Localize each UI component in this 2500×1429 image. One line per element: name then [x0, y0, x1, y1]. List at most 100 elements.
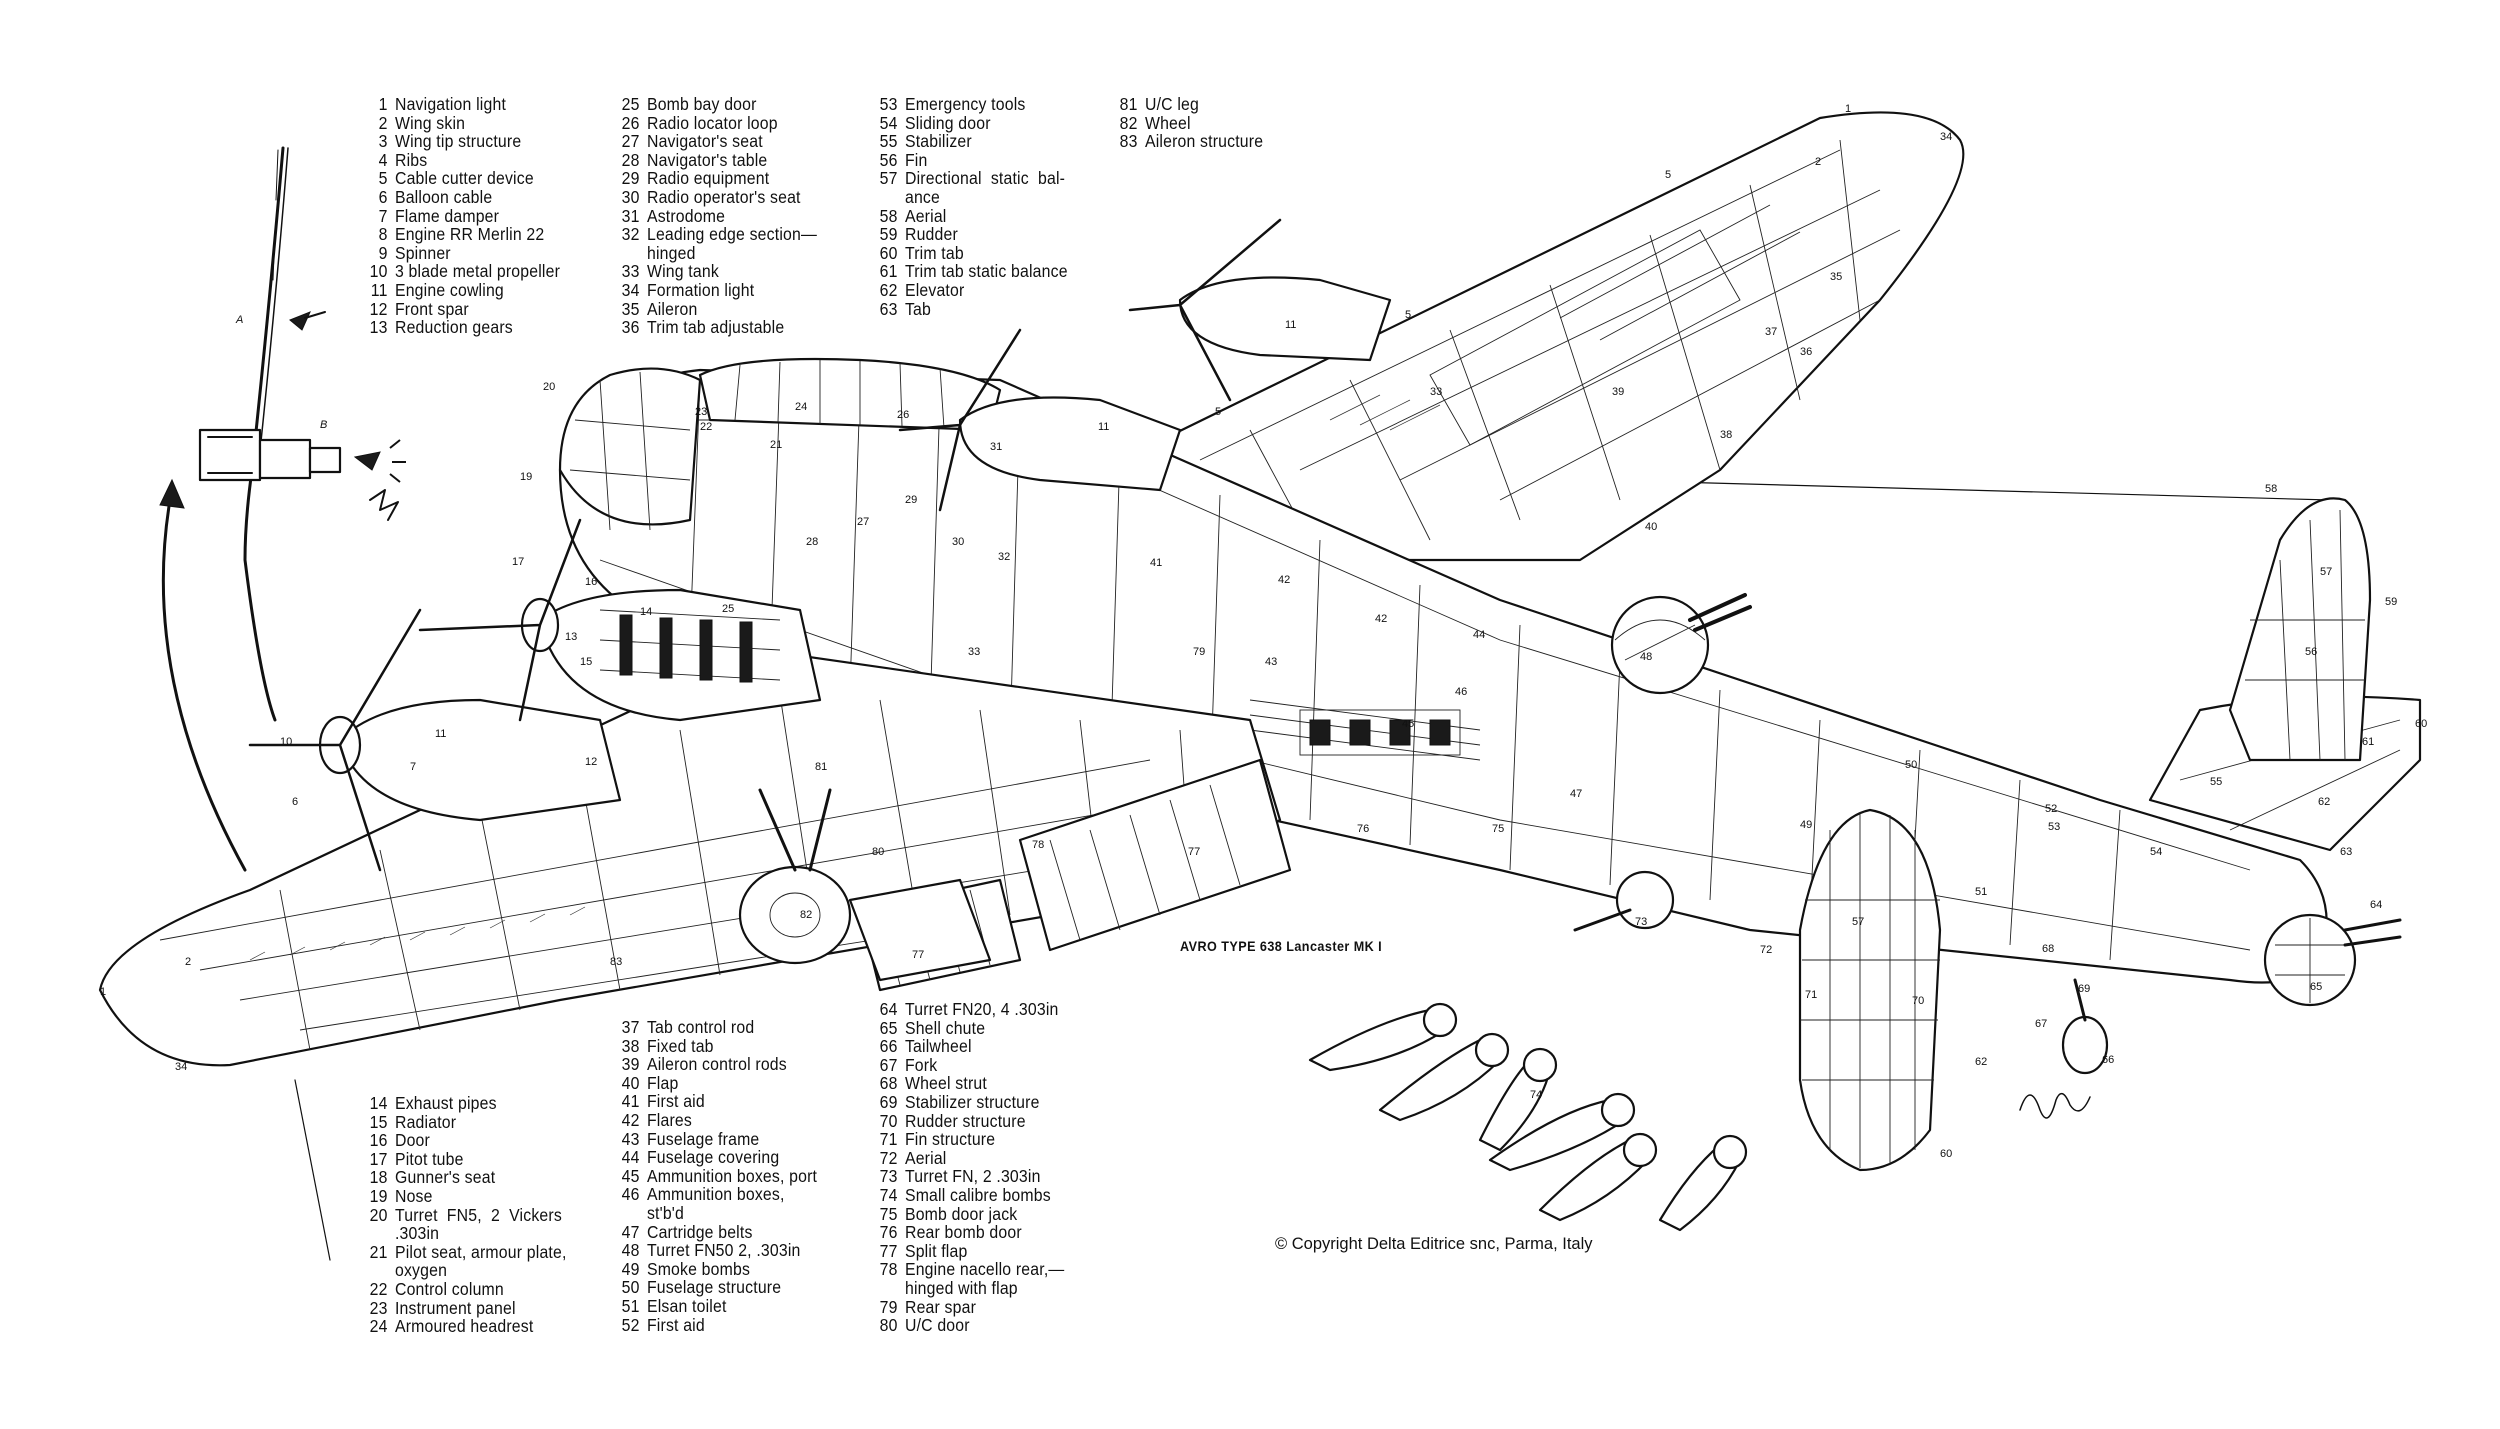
callout-38: 38	[1720, 429, 1732, 441]
legend-item: 1 Navigation light	[360, 95, 560, 114]
legend-item-number: 14	[369, 1093, 388, 1113]
callout-33: 33	[1430, 386, 1442, 398]
legend-item-label: Aerial	[904, 1147, 947, 1168]
legend-item-number: 71	[879, 1129, 898, 1150]
legend-item-label: Sliding door	[904, 112, 991, 133]
legend-item-number: 47	[621, 1221, 640, 1242]
callout-30: 30	[952, 536, 964, 548]
callout-73: 73	[1635, 916, 1647, 928]
legend-item-label: Navigation light	[394, 94, 507, 114]
callout-21: 21	[770, 439, 782, 451]
inset-label-a: A	[235, 314, 243, 326]
legend-item-label: Turret FN20, 4 .303in	[904, 999, 1059, 1019]
legend-item-label: Aileron structure	[1144, 131, 1264, 152]
legend-item-label: Elsan toilet	[646, 1295, 727, 1316]
legend-item-number: 22	[369, 1278, 388, 1299]
callout-55: 55	[2210, 776, 2222, 788]
legend-item-continuation: .303in	[394, 1223, 440, 1244]
legend-item-label: Rear spar	[904, 1296, 977, 1317]
legend-item-number: 82	[1119, 112, 1138, 133]
legend-item-number: 77	[879, 1240, 898, 1261]
callout-36: 36	[1800, 346, 1812, 358]
legend-item-number: 17	[369, 1148, 388, 1169]
legend-item-number: 58	[879, 205, 898, 226]
callout-80: 80	[872, 846, 884, 858]
legend-item-number: 8	[378, 224, 388, 245]
callout-24: 24	[795, 401, 807, 413]
legend-item-number: 24	[369, 1316, 388, 1337]
legend-item-number: 78	[879, 1259, 898, 1280]
legend-item-number: 57	[879, 168, 898, 189]
callout-65: 65	[2310, 981, 2322, 993]
callout-56: 56	[2305, 646, 2317, 658]
legend-item-number: 64	[879, 999, 898, 1019]
legend-item-label: Flap	[646, 1072, 679, 1093]
legend-item-number: 6	[378, 186, 388, 207]
legend-item-label: Rudder	[904, 224, 958, 245]
legend-item-number: 56	[879, 149, 898, 170]
callout-5: 5	[1405, 309, 1411, 321]
callout-5: 5	[1665, 169, 1671, 181]
legend-item-number: 4	[378, 149, 388, 170]
callout-63: 63	[2340, 846, 2352, 858]
legend-item-number: 66	[879, 1036, 898, 1057]
callout-62: 62	[1975, 1056, 1987, 1068]
legend-item-number: 19	[369, 1185, 388, 1206]
legend-item-number: 27	[621, 131, 640, 152]
callout-14: 14	[640, 606, 652, 618]
callout-47: 47	[1570, 788, 1582, 800]
legend-item-number: 13	[369, 317, 388, 338]
legend-item-label: Tab	[904, 298, 932, 319]
callout-31: 31	[990, 441, 1002, 453]
legend-item-number: 12	[369, 298, 388, 319]
legend-item-number: 18	[369, 1167, 388, 1188]
legend-item-number: 49	[621, 1258, 640, 1279]
legend-item-label: Radio operator's seat	[646, 186, 801, 207]
legend-item-continuation: ance	[904, 186, 940, 207]
callout-77: 77	[1188, 846, 1200, 858]
legend-item-label: Elevator	[904, 279, 965, 300]
legend-item-label: Flares	[646, 1109, 692, 1130]
legend-item-label: U/C door	[904, 1315, 970, 1336]
callout-45: 45	[1402, 718, 1414, 730]
legend-item-number: 26	[621, 112, 640, 133]
legend-item-number: 36	[621, 317, 640, 338]
legend-item-label: Gunner's seat	[394, 1167, 496, 1188]
callout-49: 49	[1800, 819, 1812, 831]
legend-item-number: 68	[879, 1073, 898, 1094]
legend-item-label: Fork	[904, 1054, 938, 1075]
legend-item-number: 1	[378, 94, 388, 114]
callout-2: 2	[185, 956, 191, 968]
callout-67: 67	[2035, 1018, 2047, 1030]
callout-11: 11	[435, 728, 446, 740]
callout-52: 52	[2045, 803, 2057, 815]
legend-item-continuation: oxygen	[394, 1260, 448, 1281]
callout-42: 42	[1278, 574, 1290, 586]
callout-7: 7	[410, 761, 416, 773]
callout-44: 44	[1473, 629, 1485, 641]
legend-item-number: 5	[378, 168, 388, 189]
